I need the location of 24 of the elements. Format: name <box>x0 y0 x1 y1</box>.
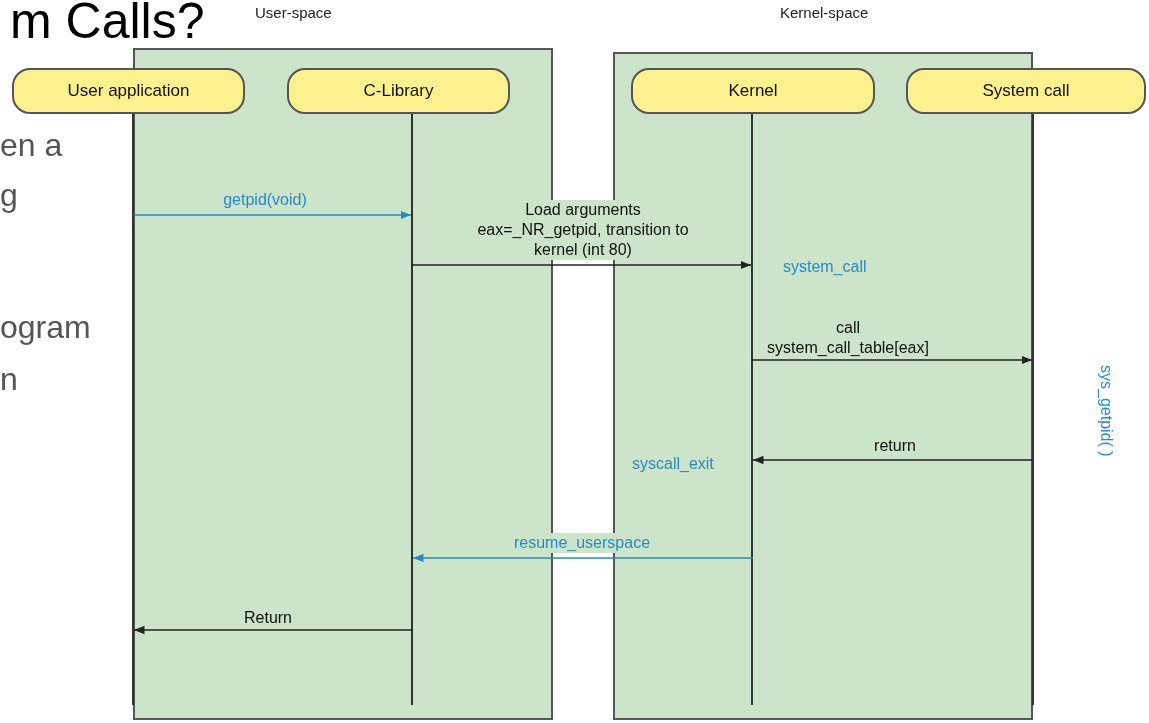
function-label: system_call <box>783 258 867 276</box>
function-label: syscall_exit <box>632 455 714 473</box>
message-arrow <box>133 625 414 635</box>
slide-text: g <box>0 178 18 214</box>
slide-text: ogram <box>0 310 91 346</box>
participant-box: System call <box>906 68 1146 114</box>
message-label: call system_call_table[eax] <box>766 318 930 358</box>
message-arrow <box>412 553 754 563</box>
participant-box: User application <box>12 68 245 114</box>
message-label: Return <box>243 608 293 628</box>
slide-title: m Calls? <box>10 0 205 49</box>
participant-box: Kernel <box>631 68 875 114</box>
message-arrow <box>752 455 1035 465</box>
slide-text: n <box>0 362 18 398</box>
lane-heading: User-space <box>255 4 332 21</box>
message-label: return <box>873 436 917 456</box>
participant-box: C-Library <box>287 68 510 114</box>
message-arrow <box>410 260 752 270</box>
slide-text: en a <box>0 128 63 164</box>
lane-heading: Kernel-space <box>780 4 869 21</box>
message-arrow <box>131 210 412 220</box>
message-arrow <box>750 355 1033 365</box>
message-label: getpid(void) <box>222 190 308 210</box>
function-label: sys_getpid( ) <box>1097 365 1115 457</box>
